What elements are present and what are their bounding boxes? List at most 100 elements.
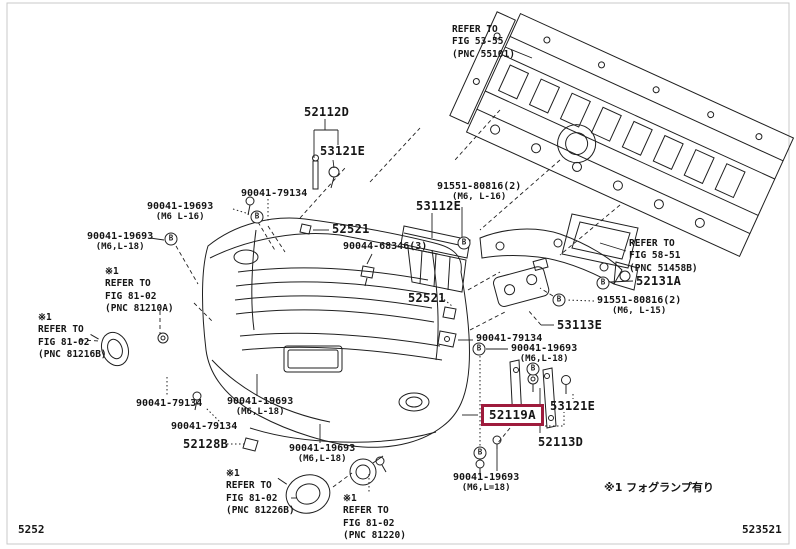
bolt-91551-80816-1-line-0: 91551-80816(2) bbox=[437, 181, 522, 192]
bolt-91551-80816-1-line-1: (M6, L-16) bbox=[452, 192, 507, 203]
bolt-90041-19693-1-line-0: 90041-19693 bbox=[147, 201, 214, 212]
part-53121e-top-line-0: 53121E bbox=[320, 144, 366, 158]
page-code-right: 523521 bbox=[742, 523, 782, 536]
bolt-90041-19693-3-line-1: (M6,L-18) bbox=[519, 354, 569, 365]
bolt-90041-19693-5-line-0: 90041-19693 bbox=[289, 443, 356, 454]
ref-fig81-02-81226b-line-1: REFER TO bbox=[226, 480, 272, 492]
side-support-drawing bbox=[493, 257, 550, 307]
bolt-90041-19693-5: 90041-19693(M6,L-18) bbox=[289, 443, 355, 464]
ref-fig58-51-line-1: FIG 58-51 bbox=[629, 250, 681, 262]
part-53112e[interactable]: 53112E bbox=[416, 200, 461, 213]
fastener-marker-b: B bbox=[596, 276, 610, 290]
bolt-90041-79134-4: 90041-79134 bbox=[171, 421, 237, 432]
ref-fig81-02-81220-line-1: REFER TO bbox=[343, 505, 389, 517]
page-code-right-line-0: 523521 bbox=[742, 523, 782, 536]
part-52128b[interactable]: 52128B bbox=[183, 438, 228, 451]
part-52113d-line-0: 52113D bbox=[538, 435, 584, 449]
fog-bezel-left-drawing bbox=[90, 331, 130, 367]
bumper-cover-drawing bbox=[202, 217, 470, 448]
fastener-marker-b: B bbox=[472, 342, 486, 356]
ref-fig81-02-81216b-line-1: REFER TO bbox=[38, 324, 84, 336]
ref-fig81-02-81216b-line-3: (PNC 81216B) bbox=[38, 349, 107, 361]
part-52119a[interactable]: 52119A bbox=[481, 404, 544, 427]
ref-fig81-02-81210a-line-3: (PNC 81210A) bbox=[105, 303, 174, 315]
ref-fig58-51-line-2: (PNC 51458B) bbox=[629, 262, 698, 274]
fastener-marker-b: B bbox=[473, 446, 487, 460]
ref-fig53-55-line-1: FIG 53-55 bbox=[452, 36, 504, 48]
fastener-marker-b: B bbox=[526, 362, 540, 376]
leader-lines bbox=[149, 46, 634, 499]
bolt-90041-19693-4: 90041-19693(M6,L-18) bbox=[227, 396, 293, 417]
part-52131a[interactable]: 52131A bbox=[636, 275, 681, 288]
bolt-90041-19693-6-line-1: (M6,L=18) bbox=[461, 483, 511, 494]
bolt-90041-19693-3-line-0: 90041-19693 bbox=[511, 343, 578, 354]
part-53121e-right[interactable]: 53121E bbox=[550, 400, 595, 413]
part-52113d[interactable]: 52113D bbox=[538, 436, 583, 449]
part-53113e-line-0: 53113E bbox=[557, 318, 603, 332]
bolt-90041-79134-2: 90041-79134 bbox=[476, 333, 542, 344]
bolt-90041-79134-3-line-0: 90041-79134 bbox=[136, 398, 203, 409]
bolt-90041-19693-1-line-1: (M6 L-16) bbox=[155, 212, 205, 223]
construction-lines bbox=[79, 109, 621, 488]
part-53121e-top[interactable]: 53121E bbox=[320, 145, 365, 158]
ref-fig81-02-81220-line-2: FIG 81-02 bbox=[343, 517, 395, 529]
bolt-90041-19693-5-line-1: (M6,L-18) bbox=[297, 454, 347, 465]
bolt-90041-79134-3: 90041-79134 bbox=[136, 398, 202, 409]
fog-bezel-center-drawing bbox=[277, 474, 331, 514]
part-52521-1-line-0: 52521 bbox=[332, 222, 370, 236]
bolt-90041-79134-4-line-0: 90041-79134 bbox=[171, 421, 238, 432]
bolt-90041-79134-2-line-0: 90041-79134 bbox=[476, 333, 543, 344]
fastener-marker-b: B bbox=[250, 210, 264, 224]
ref-fig81-02-81220-line-3: (PNC 81220) bbox=[343, 530, 406, 542]
ref-fig81-02-81210a-line-0: ※1 bbox=[105, 266, 119, 277]
ref-fig81-02-81216b-line-0: ※1 bbox=[38, 312, 52, 323]
ref-fig81-02-81216b-line-2: FIG 81-02 bbox=[38, 336, 90, 348]
bolt-90041-19693-1: 90041-19693(M6 L-16) bbox=[147, 201, 213, 222]
bolt-90041-79134-1-line-0: 90041-79134 bbox=[241, 188, 308, 199]
part-52131a-line-0: 52131A bbox=[636, 274, 682, 288]
page-code-left-line-0: 5252 bbox=[18, 523, 45, 536]
bolt-91551-80816-2-line-1: (M6, L-15) bbox=[612, 306, 667, 317]
fastener-marker-b: B bbox=[457, 236, 471, 250]
part-53113e[interactable]: 53113E bbox=[557, 319, 602, 332]
part-52521-2-line-0: 52521 bbox=[408, 291, 446, 305]
bolt-90041-19693-2-line-1: (M6,L-18) bbox=[95, 242, 145, 253]
part-52128b-line-0: 52128B bbox=[183, 437, 229, 451]
bolt-91551-80816-2-line-0: 91551-80816(2) bbox=[597, 295, 682, 306]
part-52119a-line-0: 52119A bbox=[489, 407, 536, 422]
page-code-left: 5252 bbox=[18, 523, 45, 536]
cowl-panel-drawing bbox=[449, 11, 795, 258]
ref-fig81-02-81226b-line-2: FIG 81-02 bbox=[226, 492, 278, 504]
bolt-90044-68346: 90044-68346(3) bbox=[343, 241, 427, 252]
fasteners-drawing bbox=[157, 154, 571, 476]
ref-fig53-55-line-2: (PNC 55101) bbox=[452, 48, 515, 60]
bolt-91551-80816-1: 91551-80816(2)(M6, L-16) bbox=[437, 181, 521, 202]
bolt-90041-19693-3: 90041-19693(M6,L-18) bbox=[511, 343, 577, 364]
bolt-90041-19693-4-line-1: (M6,L-18) bbox=[235, 407, 285, 418]
bolt-90041-19693-6-line-0: 90041-19693 bbox=[453, 472, 520, 483]
part-53121e-right-line-0: 53121E bbox=[550, 399, 596, 413]
part-53112e-line-0: 53112E bbox=[416, 199, 462, 213]
bolt-90041-19693-4-line-0: 90041-19693 bbox=[227, 396, 294, 407]
note-foglamp-line-0: ※1 フォグランプ有り bbox=[604, 481, 714, 494]
part-52112d-line-0: 52112D bbox=[304, 105, 350, 119]
ref-fig58-51-line-0: REFER TO bbox=[629, 238, 675, 249]
bolt-90041-19693-6: 90041-19693(M6,L=18) bbox=[453, 472, 519, 493]
part-52521-1[interactable]: 52521 bbox=[332, 223, 370, 236]
bolt-90041-79134-1: 90041-79134 bbox=[241, 188, 307, 199]
bolt-90041-19693-2: 90041-19693(M6,L-18) bbox=[87, 231, 153, 252]
ref-fig81-02-81220-line-0: ※1 bbox=[343, 493, 357, 504]
part-52521-2[interactable]: 52521 bbox=[408, 292, 446, 305]
ref-fig81-02-81210a-line-2: FIG 81-02 bbox=[105, 290, 157, 302]
bolt-90041-19693-2-line-0: 90041-19693 bbox=[87, 231, 154, 242]
part-52112d[interactable]: 52112D bbox=[304, 106, 349, 119]
bumper-reinforcement-drawing bbox=[400, 225, 471, 293]
